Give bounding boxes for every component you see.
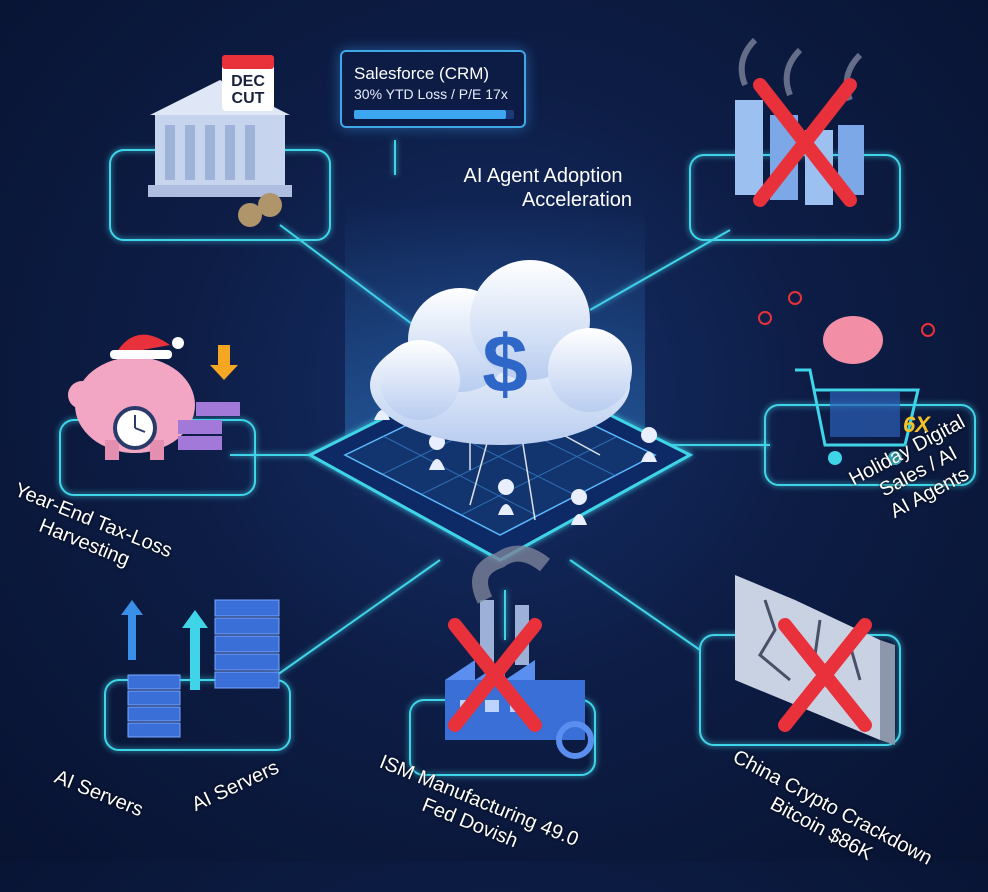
hub-title-line2: Acceleration <box>522 189 632 211</box>
connector-crypto <box>570 560 700 650</box>
crm-progress-fill <box>354 110 506 119</box>
server-rack-icon <box>121 600 279 737</box>
hub-dollar-symbol: $ <box>482 319 528 410</box>
calendar-icon: DEC CUT <box>222 55 274 111</box>
calendar-cut: CUT <box>232 90 265 107</box>
connector-servers <box>270 560 440 680</box>
calendar-dec: DEC <box>231 73 265 90</box>
crm-subtitle: 30% YTD Loss / P/E 17x <box>354 86 508 102</box>
ecosystem-diagram: DEC CUT 6X <box>0 0 988 861</box>
crm-progress-track <box>354 110 514 119</box>
piggy-bank-icon <box>68 335 240 460</box>
crm-title: Salesforce (CRM) <box>354 64 489 84</box>
hub-title-line1: AI Agent Adoption <box>463 165 622 187</box>
crm-stock-card: Salesforce (CRM) 30% YTD Loss / P/E 17x <box>340 50 526 128</box>
falling-bar-chart-icon <box>735 40 864 205</box>
